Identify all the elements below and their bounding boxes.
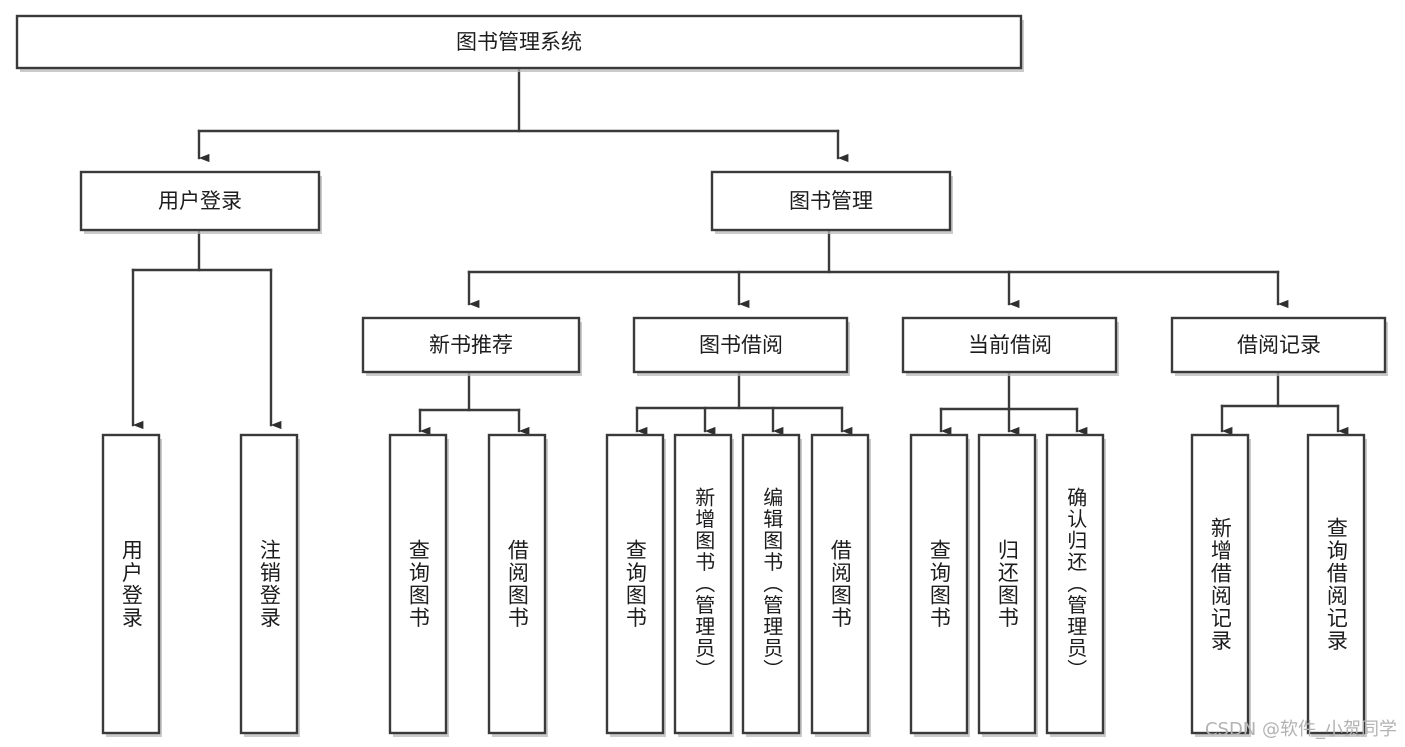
node-new-book-recommend[interactable]: 新书推荐 <box>361 316 582 376</box>
node-borrow-record[interactable]: 借阅记录 <box>1170 316 1388 376</box>
leaf-user-login-1[interactable] <box>239 433 300 737</box>
node-book-manage-label: 图书管理 <box>789 189 873 213</box>
leaf-book-borrow-1[interactable] <box>673 433 734 737</box>
connector-group-book-borrow <box>635 370 853 436</box>
connector-group-book-manage <box>467 230 1289 309</box>
node-borrow-record-label: 借阅记录 <box>1237 333 1321 357</box>
node-user-login[interactable]: 用户登录 <box>79 170 322 234</box>
leaf-current-borrow-0[interactable] <box>909 433 970 737</box>
leaf-new-book-1[interactable] <box>487 433 548 737</box>
connector-group-root <box>197 68 849 163</box>
connector-group-borrow-record <box>1220 370 1349 436</box>
leaf-borrow-record-1[interactable] <box>1306 433 1367 737</box>
leaf-current-borrow-1[interactable] <box>977 433 1038 737</box>
leaf-borrow-record-0[interactable] <box>1190 433 1251 737</box>
leaf-book-borrow-0[interactable] <box>605 433 666 737</box>
connector-group-user-login <box>131 230 282 430</box>
leaf-current-borrow-2[interactable] <box>1045 433 1106 737</box>
csdn-watermark: CSDN @软件_小贺同学 <box>1204 719 1397 740</box>
node-book-borrow[interactable]: 图书借阅 <box>632 316 850 376</box>
connector-group-current-borrow <box>939 370 1088 436</box>
node-current-borrow[interactable]: 当前借阅 <box>901 316 1119 376</box>
node-book-borrow-label: 图书借阅 <box>699 333 783 357</box>
node-user-login-label: 用户登录 <box>158 189 242 213</box>
node-root[interactable]: 图书管理系统 <box>15 14 1024 72</box>
node-book-manage[interactable]: 图书管理 <box>710 170 953 234</box>
node-new-book-recommend-label: 新书推荐 <box>429 333 513 357</box>
node-root-label: 图书管理系统 <box>456 30 582 54</box>
leaf-new-book-0[interactable] <box>388 433 449 737</box>
leaf-user-login-0[interactable] <box>101 433 162 737</box>
connector-group-new-book <box>418 370 530 436</box>
node-current-borrow-label: 当前借阅 <box>968 333 1052 357</box>
leaf-book-borrow-2[interactable] <box>741 433 802 737</box>
leaf-book-borrow-3[interactable] <box>810 433 871 737</box>
